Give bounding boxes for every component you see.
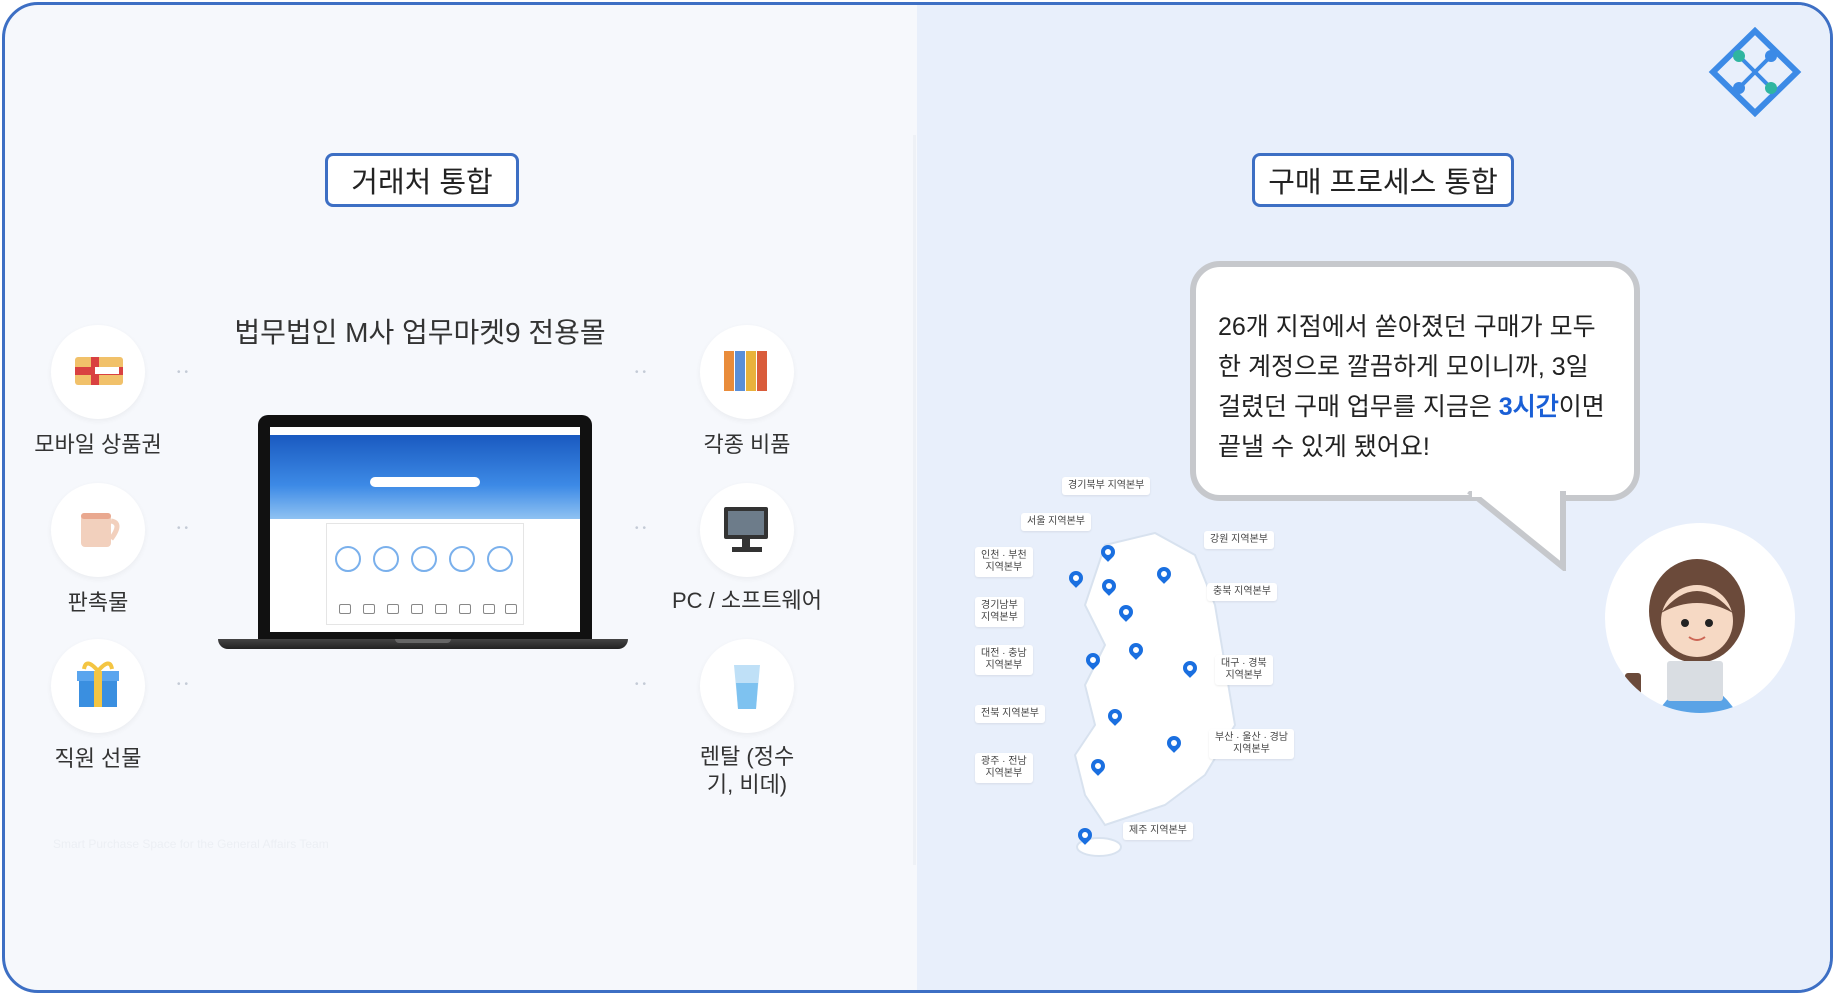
search-bar [370, 477, 480, 487]
mug-icon [51, 483, 145, 577]
item-label: 모바일 상품권 [34, 432, 162, 457]
connector-dots: •• [635, 523, 651, 534]
item-label: 렌탈 (정수기, 비데) [699, 744, 795, 797]
vendor-integration-pill: 거래처 통합 [325, 153, 519, 207]
item-employee-gift: 직원 선물 [8, 639, 188, 773]
voucher-icon [51, 325, 145, 419]
item-supplies: 각종 비품 [657, 325, 837, 459]
item-pc-software: PC / 소프트웨어 [657, 483, 837, 615]
connector-dots: •• [177, 523, 193, 534]
process-integration-pill: 구매 프로세스 통합 [1252, 153, 1514, 207]
region-label: 충북 지역본부 [1207, 583, 1277, 601]
bubble-tail [1467, 491, 1566, 571]
water-cup-icon [700, 639, 794, 733]
divider [913, 135, 916, 865]
connector-dots: •• [635, 367, 651, 378]
laptop-screen [258, 415, 592, 640]
store-title: 법무법인 M사 업무마켓9 전용몰 [234, 317, 606, 348]
connector-dots: •• [177, 679, 193, 690]
binders-icon [700, 325, 794, 419]
testimonial-text: 26개 지점에서 쏟아졌던 구매가 모두 한 계정으로 깔끔하게 모이니까, 3… [1218, 313, 1605, 461]
connector-dots: •• [177, 367, 193, 378]
region-label: 경기북부 지역본부 [1062, 477, 1151, 495]
item-mobile-voucher: 모바일 상품권 [8, 325, 188, 459]
logo-icon [1705, 26, 1805, 118]
watermark: Smart Purchase Space for the General Aff… [53, 837, 329, 851]
item-label: PC / 소프트웨어 [671, 588, 823, 613]
item-label: 각종 비품 [703, 432, 791, 457]
connector-dots: •• [635, 679, 651, 690]
region-label: 제주 지역본부 [1123, 822, 1193, 840]
region-label: 서울 지역본부 [1021, 513, 1091, 531]
speech-bubble: 26개 지점에서 쏟아졌던 구매가 모두 한 계정으로 깔끔하게 모이니까, 3… [1190, 261, 1640, 501]
gift-icon [51, 639, 145, 733]
laptop-notch [395, 639, 451, 643]
item-label: 직원 선물 [54, 746, 142, 771]
computer-icon [700, 483, 794, 577]
region-label: 강원 지역본부 [1204, 531, 1274, 549]
highlight-3-hours: 3시간 [1498, 393, 1559, 421]
korea-map [1073, 531, 1237, 857]
item-promo: 판촉물 [8, 483, 188, 617]
shop-screenshot [270, 427, 580, 632]
laptop-base [218, 639, 628, 649]
item-rental: 렌탈 (정수기, 비데) [657, 639, 837, 799]
avatar [1605, 523, 1795, 713]
item-label: 판촉물 [67, 590, 129, 615]
region-label: 전북 지역본부 [975, 705, 1045, 723]
